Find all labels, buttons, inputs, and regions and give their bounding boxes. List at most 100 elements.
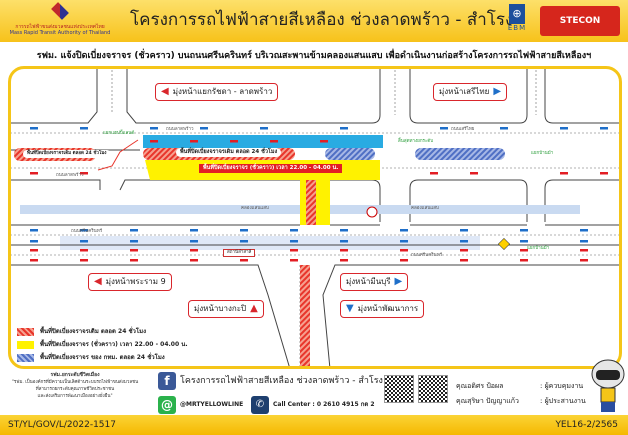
traffic-arrow-west	[80, 259, 88, 262]
legend-swatch-yellow	[17, 340, 34, 349]
mrta-logo-mark-icon	[51, 2, 69, 20]
traffic-arrow-east	[80, 127, 88, 130]
direction-label: มุ่งหน้าพัฒนาการ	[357, 304, 419, 313]
traffic-arrow-west	[430, 172, 438, 175]
legend-item: พื้นที่ปิดเบี่ยงจราจร ของ กทม. ตลอด 24 ช…	[17, 351, 188, 364]
detour-route-arrow	[97, 139, 139, 171]
footer-bar: ST/YL/GOV/L/2022-1517 YEL16-2/2565	[0, 415, 628, 435]
traffic-arrow-east	[30, 127, 38, 130]
call-center: Call Center : 0 2610 4915 กด 2	[273, 401, 375, 408]
left-closure-label: พื้นที่ปิดเบี่ยงจราจรเดิม ตลอด 24 ชั่วโม…	[23, 150, 111, 158]
direction-min-buri: มุ่งหน้ามีนบุรี▶	[340, 273, 409, 291]
traffic-arrow-west	[30, 249, 38, 252]
mrta-name-en: Mass Rapid Transit Authority of Thailand	[9, 30, 111, 36]
line-account[interactable]: @MRTYELLOWLINE	[180, 401, 244, 408]
legend-label: พื้นที่ปิดเบี่ยงจราจร ของ กทม. ตลอด 24 ช…	[40, 353, 165, 361]
traffic-arrow-west	[190, 249, 198, 252]
traffic-arrow-west	[130, 249, 138, 252]
motto-line: และส่งเสริมการพัฒนาเมืองอย่างยั่งยืน"	[37, 394, 113, 399]
direction-label: มุ่งหน้าแยกรัชดา - ลาดพร้าว	[172, 87, 273, 96]
traffic-arrow-west	[30, 172, 38, 175]
facebook-page-link[interactable]: โครงการรถไฟฟ้าสายสีเหลือง ช่วงลาดพร้าว -…	[180, 376, 383, 386]
traffic-arrow-east	[600, 127, 608, 130]
contact-name: คุณสุริษา ปัญญาแก้ว	[456, 397, 519, 405]
junction-label: แยกบ้านม้า	[531, 151, 554, 156]
traffic-arrow-east	[560, 127, 568, 130]
temp-closure-zone	[145, 160, 380, 225]
direction-bang-kapi: มุ่งหน้าบางกะปิ▲	[188, 300, 264, 318]
traffic-arrow-east	[260, 127, 268, 130]
traffic-arrow-east	[30, 229, 38, 232]
traffic-arrow-east	[520, 229, 528, 232]
legend: พื้นที่ปิดเบี่ยงจราจรเดิม ตลอด 24 ชั่วโม…	[17, 325, 188, 364]
qr-code-facebook[interactable]	[384, 375, 414, 403]
traffic-arrow-east	[190, 229, 198, 232]
traffic-arrow-west	[80, 172, 88, 175]
traffic-arrow-east	[500, 127, 508, 130]
legend-label: พื้นที่ปิดเบี่ยงจราจรเดิม ตลอด 24 ชั่วโม…	[40, 327, 147, 335]
temp-closure-label: พื้นที่ปิดเบี่ยงจราจร (ชั่วคราว) เวลา 22…	[199, 164, 343, 173]
legend-swatch-red	[17, 327, 34, 336]
mrta-logo: การรถไฟฟ้าขนส่งมวลชนแห่งประเทศไทย Mass R…	[4, 2, 116, 40]
traffic-arrow-west	[580, 249, 588, 252]
motto-line: "รฟม. เป็นองค์กรที่มีความเป็นเลิศด้านระบ…	[11, 380, 139, 385]
motto-title: รฟม.ยกระดับชีวิตเมือง	[50, 372, 100, 378]
traffic-arrow-east	[80, 240, 88, 243]
uturn-label: แยกบ้านม้า	[527, 246, 550, 251]
motto-line: ที่สามารถยกระดับคุณภาพชีวิตประชาชน	[35, 387, 115, 392]
ebm-logo-text: EBM	[507, 24, 527, 32]
traffic-arrow-east	[340, 127, 348, 130]
traffic-arrow-west	[80, 249, 88, 252]
arrow-down-icon: ▼	[346, 303, 354, 314]
closure-zone-24h-south	[306, 180, 316, 225]
contact-name: คุณอดิศร ป้อผล	[456, 382, 504, 390]
traffic-arrow-west	[460, 259, 468, 262]
traffic-arrow-west	[520, 259, 528, 262]
traffic-arrow-east	[460, 240, 468, 243]
traffic-arrow-east	[150, 127, 158, 130]
qr-code-line[interactable]	[418, 375, 448, 403]
facebook-icon[interactable]: f	[158, 372, 176, 390]
traffic-arrow-east	[130, 240, 138, 243]
traffic-arrow-east	[130, 229, 138, 232]
road-edge	[11, 179, 619, 222]
elevated-structure	[60, 236, 480, 250]
direction-label: มุ่งหน้าเสรีไทย	[439, 87, 490, 96]
arrow-left-icon: ◀	[161, 86, 169, 97]
traffic-arrow-east	[200, 127, 208, 130]
traffic-arrow-east	[460, 229, 468, 232]
line-icon[interactable]: @	[158, 396, 176, 414]
traffic-arrow-west	[600, 172, 608, 175]
bma-closure-zone-1	[325, 148, 375, 160]
arrow-right-icon: ▶	[493, 86, 502, 97]
traffic-arrow-east	[400, 229, 408, 232]
direction-rama9: ◀มุ่งหน้าพระราม 9	[88, 273, 172, 291]
traffic-arrow-east	[580, 240, 588, 243]
direction-label: มุ่งหน้ามีนบุรี	[346, 277, 391, 286]
traffic-arrow-east	[520, 240, 528, 243]
traffic-arrow-east	[240, 229, 248, 232]
traffic-arrow-west	[270, 140, 278, 143]
road-label: ถนนลาดพร้าว	[166, 127, 194, 132]
traffic-arrow-west	[460, 249, 468, 252]
traffic-arrow-west	[400, 249, 408, 252]
road-label: ถนนศรีนครินทร์	[71, 229, 103, 234]
traffic-arrow-west	[560, 172, 568, 175]
arrow-right-icon: ▶	[394, 276, 403, 287]
road-edge	[11, 69, 619, 124]
stecon-logo: STECON	[540, 6, 620, 36]
traffic-arrow-east	[580, 229, 588, 232]
mascot-icon	[591, 359, 625, 412]
closure-zone-24h-bangkapi	[300, 265, 310, 366]
ebm-logo-icon: ⊕	[509, 4, 525, 24]
station-label: สถานีลำสาลี	[223, 249, 256, 257]
traffic-arrow-east	[340, 229, 348, 232]
traffic-arrow-east	[290, 240, 298, 243]
announcement-subtitle: รฟม. แจ้งปิดเบี่ยงจราจร (ชั่วคราว) บนถนน…	[36, 51, 592, 61]
traffic-arrow-west	[150, 140, 158, 143]
uturn-sign-icon	[497, 237, 511, 251]
junction-label: สิ้นสุดทางยกระดับ	[398, 139, 434, 144]
direction-ratchada-ladprao: ◀มุ่งหน้าแยกรัชดา - ลาดพร้าว	[155, 83, 279, 101]
traffic-arrow-west	[340, 249, 348, 252]
phone-icon: ✆	[251, 396, 269, 414]
